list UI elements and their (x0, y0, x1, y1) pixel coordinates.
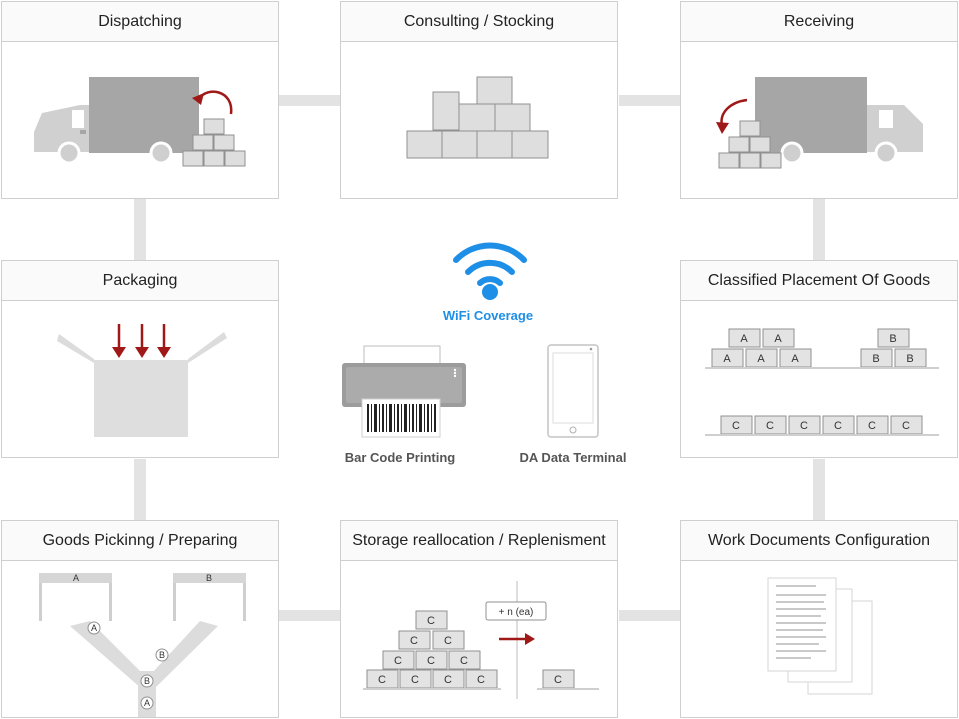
panel-title: Classified Placement Of Goods (681, 261, 957, 301)
moved-box-label: C (554, 674, 562, 686)
panel-title: Packaging (2, 261, 278, 301)
connector (134, 459, 146, 521)
increment-label: + n (ea) (499, 607, 534, 618)
panel-title: Dispatching (2, 2, 278, 42)
rack-label: C (902, 420, 910, 432)
panel-goods-picking: Goods Pickinng / Preparing A B A B B A (1, 520, 279, 718)
shelf-label: B (206, 573, 212, 583)
rack-label: C (868, 420, 876, 432)
rack-label: C (834, 420, 842, 432)
packaging-box-illustration (57, 324, 227, 437)
shelf-label: A (73, 573, 79, 583)
panel-title: Work Documents Configuration (681, 521, 957, 561)
dispatch-truck-illustration (34, 77, 246, 167)
panel-title: Receiving (681, 2, 957, 42)
pick-marker: B (144, 676, 150, 686)
pyramid-box-label: C (410, 635, 418, 647)
connector (813, 459, 825, 521)
wifi-icon (453, 242, 527, 300)
connector (279, 610, 341, 621)
rack-label: A (791, 353, 799, 365)
panel-title: Goods Pickinng / Preparing (2, 521, 278, 561)
connector (279, 95, 341, 106)
picking-path-illustration: A B A B B A (39, 573, 246, 717)
rack-label: B (889, 333, 896, 345)
panel-classified-placement: Classified Placement Of Goods A A A A A … (680, 260, 958, 458)
pyramid-box-label: C (444, 674, 452, 686)
barcode-printer-icon (342, 345, 466, 438)
rack-label: B (906, 353, 913, 365)
pick-marker: A (91, 623, 97, 633)
barcode-label: Bar Code Printing (344, 450, 456, 465)
rack-label: A (774, 333, 782, 345)
wifi-label: WiFi Coverage (442, 308, 534, 323)
rack-label: B (872, 353, 879, 365)
panel-storage-reallocation: Storage reallocation / Replenisment + n … (340, 520, 618, 718)
rack-label: A (723, 353, 731, 365)
rack-label: C (732, 420, 740, 432)
pyramid-box-label: C (427, 615, 435, 627)
rack-label: A (757, 353, 765, 365)
panel-title: Storage reallocation / Replenisment (341, 521, 617, 561)
storage-replenish-illustration: + n (ea) C C C C C C C C C C C (363, 581, 599, 699)
panel-consulting-stocking: Consulting / Stocking (340, 1, 618, 199)
panel-title: Consulting / Stocking (341, 2, 617, 42)
pyramid-box-label: C (378, 674, 386, 686)
connector (134, 199, 146, 261)
terminal-label: DA Data Terminal (519, 450, 627, 465)
data-terminal-icon (547, 344, 599, 438)
stock-boxes-illustration (406, 76, 549, 159)
panel-dispatching: Dispatching (1, 1, 279, 199)
pyramid-box-label: C (460, 655, 468, 667)
pyramid-box-label: C (427, 655, 435, 667)
connector (813, 199, 825, 261)
pyramid-box-label: C (444, 635, 452, 647)
receive-truck-illustration (716, 77, 923, 169)
documents-icon (767, 577, 873, 695)
pick-marker: A (144, 698, 150, 708)
pyramid-box-label: C (411, 674, 419, 686)
rack-label: C (766, 420, 774, 432)
rack-label: C (800, 420, 808, 432)
pyramid-box-label: C (394, 655, 402, 667)
pick-marker: B (159, 650, 165, 660)
connector (619, 610, 681, 621)
panel-work-documents: Work Documents Configuration (680, 520, 958, 718)
panel-packaging: Packaging (1, 260, 279, 458)
panel-receiving: Receiving (680, 1, 958, 199)
pyramid-box-label: C (477, 674, 485, 686)
classified-racks-illustration: A A A A A B B B C C C C C C (705, 328, 939, 436)
connector (619, 95, 681, 106)
rack-label: A (740, 333, 748, 345)
